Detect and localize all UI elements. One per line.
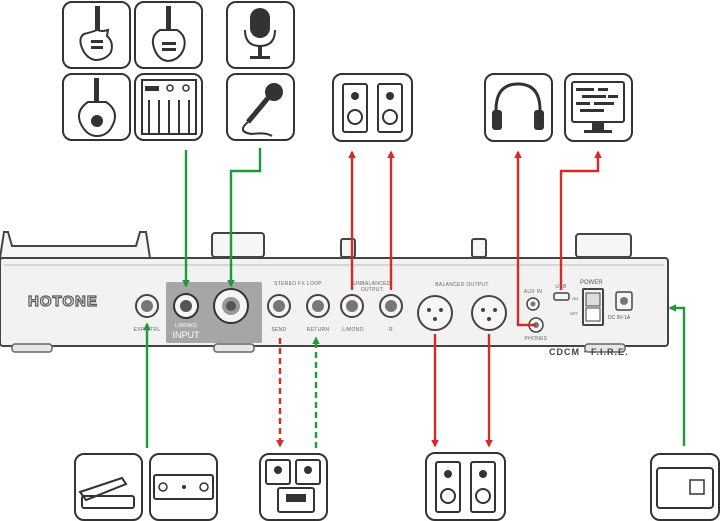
expression-pedal-icon xyxy=(74,453,143,521)
power-switch[interactable] xyxy=(582,288,604,326)
studio-monitors-bottom-icon xyxy=(425,452,506,521)
unbalanced-output-r-jack[interactable] xyxy=(379,294,403,318)
stereo-fx-loop-label: STEREO FX LOOP xyxy=(274,281,322,287)
usb-port[interactable] xyxy=(553,292,570,301)
cdcm-fire-logo: CDCM · F.I.R.E. xyxy=(549,347,629,357)
headphones-icon xyxy=(484,73,553,142)
input-jack[interactable] xyxy=(173,293,199,319)
on-label: ON xyxy=(572,296,578,301)
aux-in-label: AUX IN xyxy=(523,289,543,295)
electric-guitar-icon xyxy=(62,1,131,69)
usb-to-computer-line xyxy=(559,150,602,290)
brand-logo: HOTONE xyxy=(27,292,98,310)
input-label: INPUT xyxy=(172,330,200,340)
balanced-output-label: BALANCED OUTPUT xyxy=(435,282,489,288)
synth-keyboard-icon xyxy=(134,73,203,141)
mic-to-xlr-line xyxy=(227,148,262,288)
acoustic-guitar-icon xyxy=(134,1,203,69)
power-line xyxy=(668,304,686,446)
return-label: RETURN xyxy=(306,327,330,333)
balanced-output-r-xlr[interactable] xyxy=(471,295,507,331)
studio-microphone-icon xyxy=(226,1,295,69)
xlr-combo-input[interactable] xyxy=(213,288,249,324)
input-mono-label: L(MONO) xyxy=(175,323,197,329)
send-jack[interactable] xyxy=(267,294,291,318)
effects-pedals-icon xyxy=(259,453,328,521)
return-jack[interactable] xyxy=(306,294,330,318)
r-label: R xyxy=(389,327,393,333)
dc-power-input[interactable] xyxy=(615,291,633,311)
multi-effects-unit xyxy=(0,231,669,353)
studio-monitors-icon xyxy=(332,73,413,142)
usb-label: USB xyxy=(555,284,567,290)
l-mono-label: L/MONO xyxy=(342,327,364,333)
phones-label: PHONES xyxy=(524,336,548,342)
phones-to-headphones-line xyxy=(514,150,536,327)
send-label: SEND xyxy=(271,327,287,333)
power-label: POWER xyxy=(580,280,603,286)
unbalanced-output-l-jack[interactable] xyxy=(340,294,364,318)
exp-ctrl-label: EXP/CTRL xyxy=(133,327,161,333)
off-label: OFF xyxy=(570,311,578,316)
dc-rating-label: DC 9V-1A xyxy=(608,315,631,321)
power-adapter-icon xyxy=(650,453,720,521)
exp-ctrl-jack[interactable] xyxy=(135,294,159,318)
unbalanced-output-label: UNBALANCED OUTPUT xyxy=(353,281,391,293)
handheld-microphone-icon xyxy=(226,73,295,141)
computer-daw-icon xyxy=(564,73,633,142)
balanced-output-l-xlr[interactable] xyxy=(417,295,453,331)
acoustic-guitar-soundhole-icon xyxy=(62,73,131,141)
aux-in-jack[interactable] xyxy=(526,297,540,311)
footswitch-icon xyxy=(149,453,218,521)
